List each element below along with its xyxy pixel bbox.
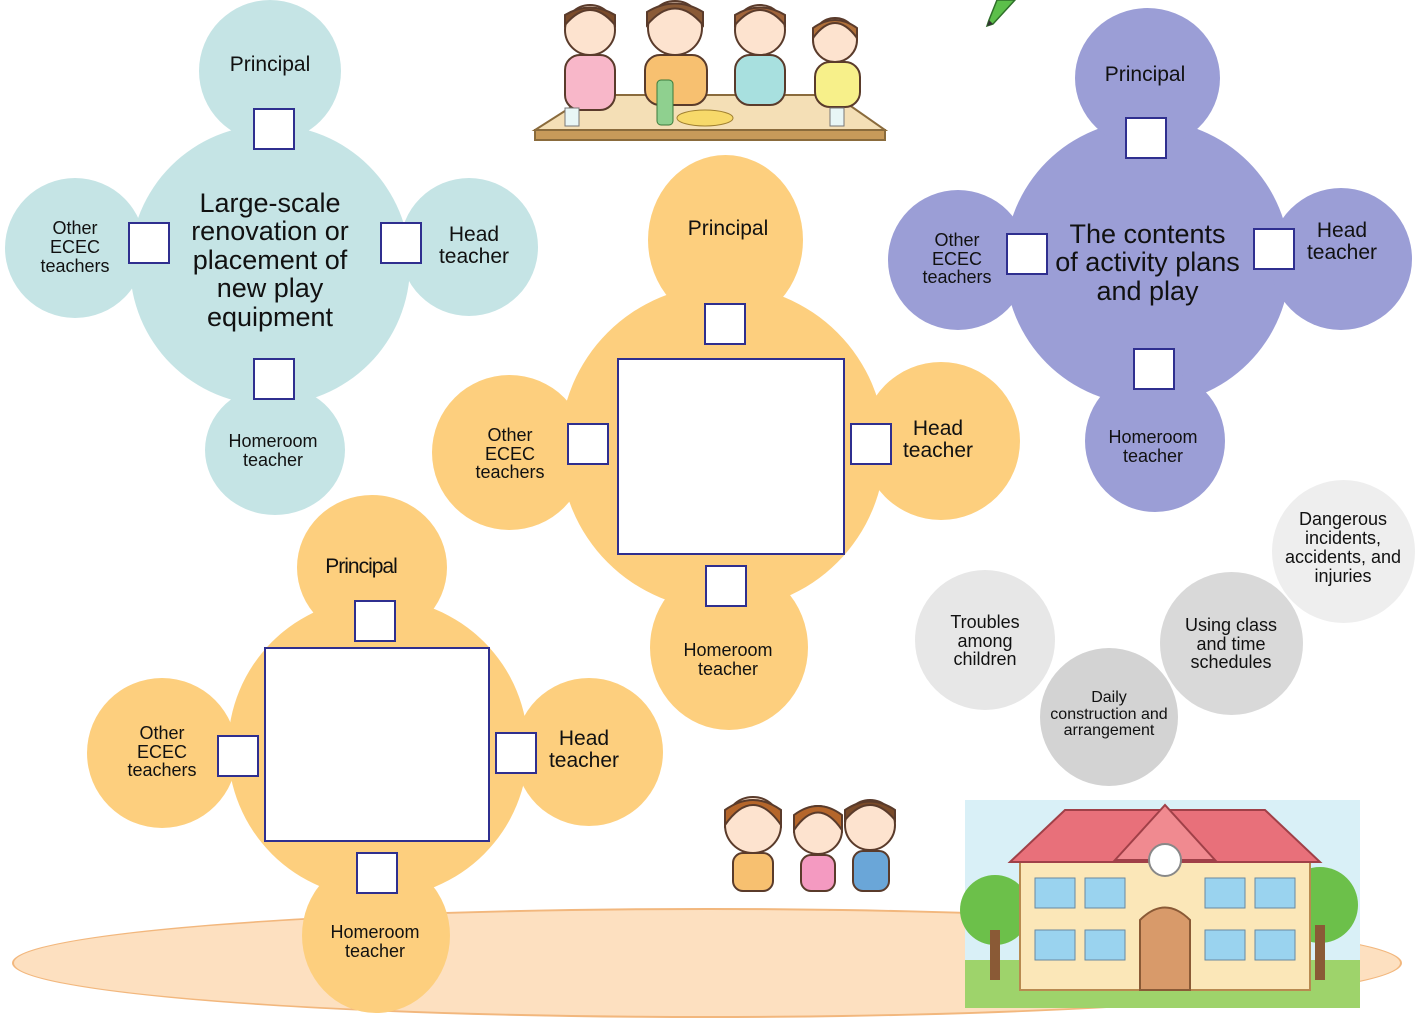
purple-right-label: Head teacher [1306,218,1378,264]
school-building-illustration [960,800,1360,1008]
meeting-illustration [531,0,889,141]
orange-mid-top-label: Principal [687,216,769,240]
orange-bot-right-label: Head teacher [548,726,620,772]
purple-center-label: The contents of activity plans and play [1055,218,1240,306]
blue-left-circle [5,178,145,318]
topic-schedules-circle [1160,572,1303,715]
blue-bottom-checkbox[interactable] [253,358,295,400]
orange-bot-top-checkbox[interactable] [354,600,396,642]
orange-mid-bottom-checkbox[interactable] [705,565,747,607]
purple-left-circle [888,190,1028,330]
blue-bottom-circle [205,385,345,515]
topic-schedules-label: Using class and time schedules [1184,614,1278,673]
orange-bot-left-label: Other ECEC teachers [127,722,197,781]
blue-right-label: Head teacher [438,222,510,268]
topic-troubles-label: Troubles among children [950,611,1020,670]
blue-top-checkbox[interactable] [253,108,295,150]
topic-dangerous-circle [1272,480,1415,623]
orange-mid-right-checkbox[interactable] [850,423,892,465]
children-illustration [724,796,896,892]
orange-bot-right-checkbox[interactable] [495,732,537,774]
blue-center-label: Large-scale renovation or placement of n… [191,188,349,332]
blue-right-checkbox[interactable] [380,222,422,264]
orange-mid-right-label: Head teacher [902,416,974,462]
blue-right-circle [400,178,538,316]
orange-mid-top-circle [648,155,803,325]
blue-bottom-label: Homeroom teacher [228,431,318,470]
orange-bot-right-circle [515,678,663,826]
blue-top-label: Principal [229,52,311,76]
blue-left-checkbox[interactable] [128,222,170,264]
orange-mid-left-checkbox[interactable] [567,423,609,465]
purple-left-label: Other ECEC teachers [922,229,992,288]
orange-mid-left-label: Other ECEC teachers [475,424,545,483]
topic-dangerous-label: Dangerous incidents, accidents, and inju… [1284,509,1402,586]
orange-bot-center-box[interactable] [264,647,490,842]
orange-bot-left-checkbox[interactable] [217,735,259,777]
blue-left-label: Other ECEC teachers [40,218,110,276]
purple-left-checkbox[interactable] [1006,233,1048,275]
orange-mid-left-circle [432,375,587,530]
orange-bot-bottom-label: Homeroom teacher [330,922,420,961]
orange-bot-bottom-checkbox[interactable] [356,852,398,894]
topic-daily-label: Daily construction and arrangement [1050,688,1168,740]
orange-mid-top-checkbox[interactable] [704,303,746,345]
purple-top-checkbox[interactable] [1125,117,1167,159]
purple-bottom-label: Homeroom teacher [1108,427,1198,466]
orange-mid-bottom-label: Homeroom teacher [683,640,773,679]
orange-bot-left-circle [87,678,237,828]
orange-bot-top-label: Principal [325,554,398,578]
orange-mid-center-box[interactable] [617,358,845,555]
pencil-icon [985,0,1017,28]
topic-daily-circle [1040,648,1178,786]
topic-troubles-circle [915,570,1055,710]
purple-bottom-circle [1085,370,1225,512]
purple-bottom-checkbox[interactable] [1133,348,1175,390]
purple-top-label: Principal [1104,62,1186,86]
purple-right-checkbox[interactable] [1253,228,1295,270]
